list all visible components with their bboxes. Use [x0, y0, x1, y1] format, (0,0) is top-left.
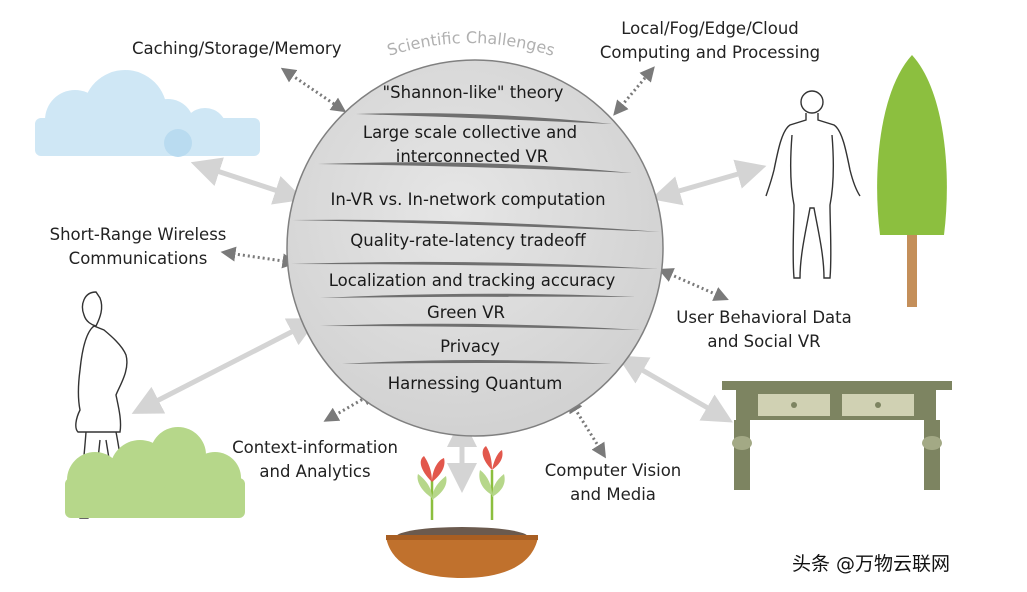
- context-label: Context-information and Analytics: [222, 436, 408, 484]
- wireless-label-line2: Communications: [68, 249, 208, 268]
- arc-title: Scientific Challenges: [385, 28, 557, 60]
- table-icon: [722, 381, 952, 490]
- woman-connection-arrow: [131, 318, 319, 414]
- connection-arrows: [131, 157, 767, 493]
- vision-label-line1: Computer Vision: [544, 461, 682, 480]
- tree-icon: [877, 55, 947, 307]
- vision-label: Computer Vision and Media: [535, 459, 691, 507]
- challenge-item: Large scale collective and: [362, 123, 578, 142]
- challenge-item: Quality-rate-latency tradeoff: [350, 231, 586, 250]
- man-silhouette-icon: [765, 90, 861, 279]
- computing-label-line2: Computing and Processing: [599, 43, 821, 62]
- table-connection-arrow: [617, 355, 733, 423]
- behavior-label: User Behavioral Data and Social VR: [670, 306, 858, 354]
- band-separators: [291, 113, 660, 364]
- behavior-label-line1: User Behavioral Data: [676, 308, 852, 327]
- cloud-icon: [35, 70, 260, 157]
- challenge-item: Green VR: [427, 303, 505, 322]
- challenge-item: "Shannon-like" theory: [382, 83, 564, 102]
- caching-dotted-arrow: [280, 67, 347, 113]
- vision-dotted-arrow: [568, 397, 606, 459]
- computing-label: Local/Fog/Edge/Cloud Computing and Proce…: [590, 17, 830, 65]
- wireless-label: Short-Range Wireless Communications: [38, 223, 238, 271]
- challenge-item: Localization and tracking accuracy: [328, 271, 616, 290]
- challenge-item: In-VR vs. In-network computation: [330, 190, 606, 209]
- watermark: 头条 @万物云联网: [792, 553, 951, 575]
- challenge-item: Privacy: [440, 337, 500, 356]
- context-label-line2: and Analytics: [259, 462, 371, 481]
- wireless-label-line1: Short-Range Wireless: [49, 225, 227, 244]
- man-connection-arrow: [650, 159, 767, 206]
- dotted-arrows: [220, 66, 729, 459]
- flower-pot-icon: [386, 446, 538, 578]
- behavior-label-line2: and Social VR: [707, 332, 821, 351]
- vision-label-line2: and Media: [570, 485, 656, 504]
- context-label-line1: Context-information: [232, 438, 398, 457]
- challenge-item: Harnessing Quantum: [387, 374, 563, 393]
- computing-dotted-arrow: [613, 66, 655, 116]
- computing-label-line1: Local/Fog/Edge/Cloud: [621, 19, 799, 38]
- behavior-dotted-arrow: [658, 268, 729, 301]
- cloud-connection-arrow: [190, 157, 305, 205]
- caching-label: Caching/Storage/Memory: [132, 39, 342, 58]
- bush-icon: [65, 427, 245, 518]
- wireless-dotted-arrow: [220, 246, 298, 269]
- challenge-item: interconnected VR: [395, 147, 549, 166]
